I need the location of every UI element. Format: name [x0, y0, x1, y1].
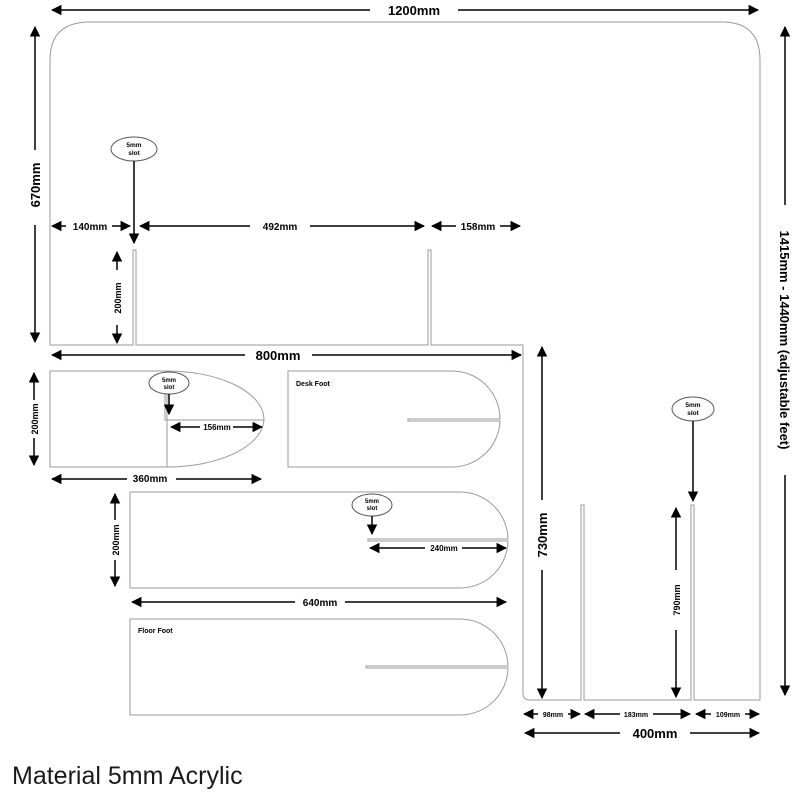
slot-callout-large-foot-line2: slot [367, 506, 378, 512]
main-panel-outline [49, 21, 761, 701]
dim-1200-label: 1200mm [388, 3, 440, 18]
dim-158-label: 158mm [461, 222, 496, 233]
desk-foot-outline [287, 370, 501, 468]
dim-140-label: 140mm [73, 222, 108, 233]
dim-109-label: 109mm [716, 712, 740, 719]
slot-callout-bubble-main [110, 136, 158, 162]
dim-200-small-foot-label: 200mm [30, 403, 40, 434]
dim-730-label: 730mm [535, 513, 550, 558]
desk-foot-label: Desk Foot [296, 381, 331, 388]
dim-640-label: 640mm [303, 598, 338, 609]
dim-200-large-foot-label: 200mm [111, 524, 121, 555]
slot-callout-side-line1: 5mm [685, 402, 700, 409]
dim-790-label: 790mm [672, 584, 682, 615]
material-caption: Material 5mm Acrylic [12, 762, 243, 790]
dim-183-label: 183mm [624, 712, 648, 719]
dim-total-height-label: 1415mm - 1440mm (adjustable feet) [777, 231, 792, 450]
small-foot-body [49, 370, 168, 468]
dim-360-label: 360mm [133, 474, 168, 485]
slot-callout-bubble-large-foot [351, 493, 393, 517]
slot-callout-large-foot-line1: 5mm [365, 499, 379, 505]
dim-156-label: 156mm [203, 423, 231, 432]
slot-callout-side-line2: slot [687, 410, 699, 417]
floor-foot-label: Floor Foot [138, 628, 173, 635]
slot-callout-main-line2: slot [128, 150, 140, 157]
slot-callout-bubble-side [671, 396, 715, 422]
dim-492-label: 492mm [263, 222, 298, 233]
dim-98-label: 98mm [543, 712, 563, 719]
dim-400-label: 400mm [633, 726, 678, 741]
dim-240-label: 240mm [430, 544, 458, 553]
floor-foot-outline [129, 618, 509, 716]
slot-callout-main-line1: 5mm [126, 142, 141, 149]
dim-670-label: 670mm [28, 163, 43, 208]
dim-800-label: 800mm [256, 348, 301, 363]
slot-callout-small-foot-line1: 5mm [162, 378, 176, 384]
slot-callout-small-foot-line2: slot [164, 385, 175, 391]
large-foot-outline [129, 491, 509, 589]
dim-200-slot-label: 200mm [113, 282, 123, 313]
